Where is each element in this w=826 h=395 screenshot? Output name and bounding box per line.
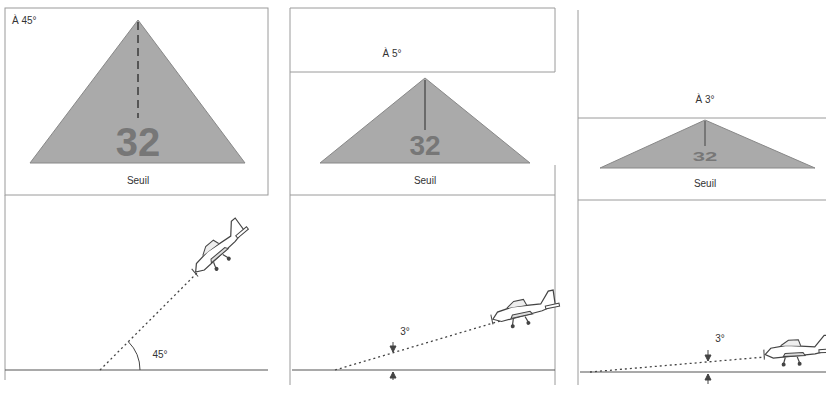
view-angle-label: À 5°	[382, 49, 401, 59]
view-angle-label: À 3°	[695, 95, 714, 105]
angle-label: 45°	[152, 350, 167, 360]
threshold-label: Seuil	[127, 176, 149, 186]
runway-number: 32	[116, 122, 161, 162]
runway-perspective	[320, 78, 530, 163]
threshold-label: Seuil	[694, 179, 716, 189]
threshold-label: Seuil	[414, 176, 436, 186]
runway-number: 32	[409, 132, 440, 160]
runway-perspective	[600, 120, 815, 168]
view-angle-label: À 45°	[12, 16, 37, 26]
angle-label: 3°	[715, 334, 725, 344]
runway-number: 32	[693, 150, 717, 163]
angle-label: 3°	[400, 327, 410, 337]
runway-perspective	[30, 20, 245, 163]
